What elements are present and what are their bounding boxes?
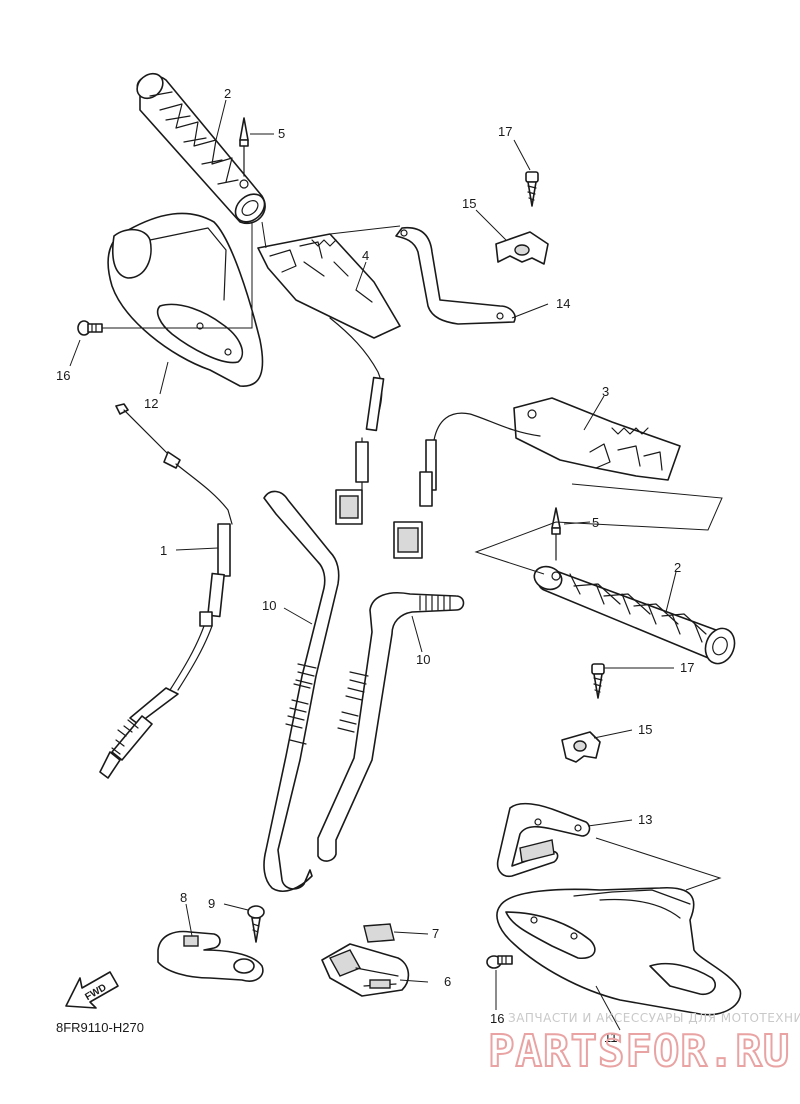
pad-7 [363,923,395,943]
left-grip-heater [257,233,401,339]
callout-13-right-bracket: 13 [638,812,652,827]
callout-5-lower-pin: 5 [592,515,599,530]
callout-3-right-heater: 3 [602,384,609,399]
callout-9-screw: 9 [208,896,215,911]
fwd-arrow-icon: FWD [65,971,119,1009]
callout-2-right-grip: 2 [674,560,681,575]
callout-10-left-bar: 10 [262,598,276,613]
reference-lines [102,221,723,891]
callout-4-left-heater: 4 [362,248,369,263]
diagram-code: 8FR9110-H270 [56,1020,144,1035]
callout-15-lower-clamp: 15 [638,722,652,737]
bar-clamp-lower [561,731,601,763]
right-heater-connector [393,439,437,559]
left-guard-bracket [395,226,516,325]
screw-right [486,955,513,969]
callout-6-holder: 6 [444,974,451,989]
bar-clamp-upper [495,231,549,265]
left-hand-guard [107,212,264,387]
callout-16-right-screw: 16 [490,1011,504,1026]
callout-15-upper-clamp: 15 [462,196,476,211]
left-grip [136,72,266,225]
handlebar-left [263,490,340,892]
throttle-cable [99,403,233,779]
left-heater-sleeve [365,376,385,432]
handlebar-right [317,592,465,862]
callout-16-left-screw: 16 [56,368,70,383]
bolt-upper [525,171,539,207]
holder-6 [321,943,410,997]
leader-lines [69,99,677,1031]
bolt-lower [591,663,605,699]
pin-upper [239,117,249,189]
right-grip-heater [513,397,681,481]
right-guard-bracket [496,802,591,878]
watermark-tagline: ЗАПЧАСТИ И АКСЕССУАРЫ ДЛЯ МОТОТЕХНИКИ [508,1011,800,1025]
switch-holder-8 [157,930,264,982]
callout-17-upper-bolt: 17 [498,124,512,139]
callout-11-right-guard: 11 [604,1030,618,1045]
callout-1-throttle-cable: 1 [160,543,167,558]
callout-7-pad: 7 [432,926,439,941]
callout-2-left-grip: 2 [224,86,231,101]
right-grip [533,565,736,665]
callout-8-switch-holder: 8 [180,890,187,905]
callout-12-left-guard: 12 [144,396,158,411]
callout-14-bracket: 14 [556,296,570,311]
right-hand-guard [496,886,742,1016]
watermark-brand: PARTSFOR.RU [488,1026,790,1077]
right-heater-wire [433,412,541,441]
left-heater-connector [335,437,369,525]
screw-9 [247,905,265,943]
screw-left [77,320,103,336]
callout-5-upper-pin: 5 [278,126,285,141]
callout-17-lower-bolt: 17 [680,660,694,675]
callout-10-right-bar: 10 [416,652,430,667]
